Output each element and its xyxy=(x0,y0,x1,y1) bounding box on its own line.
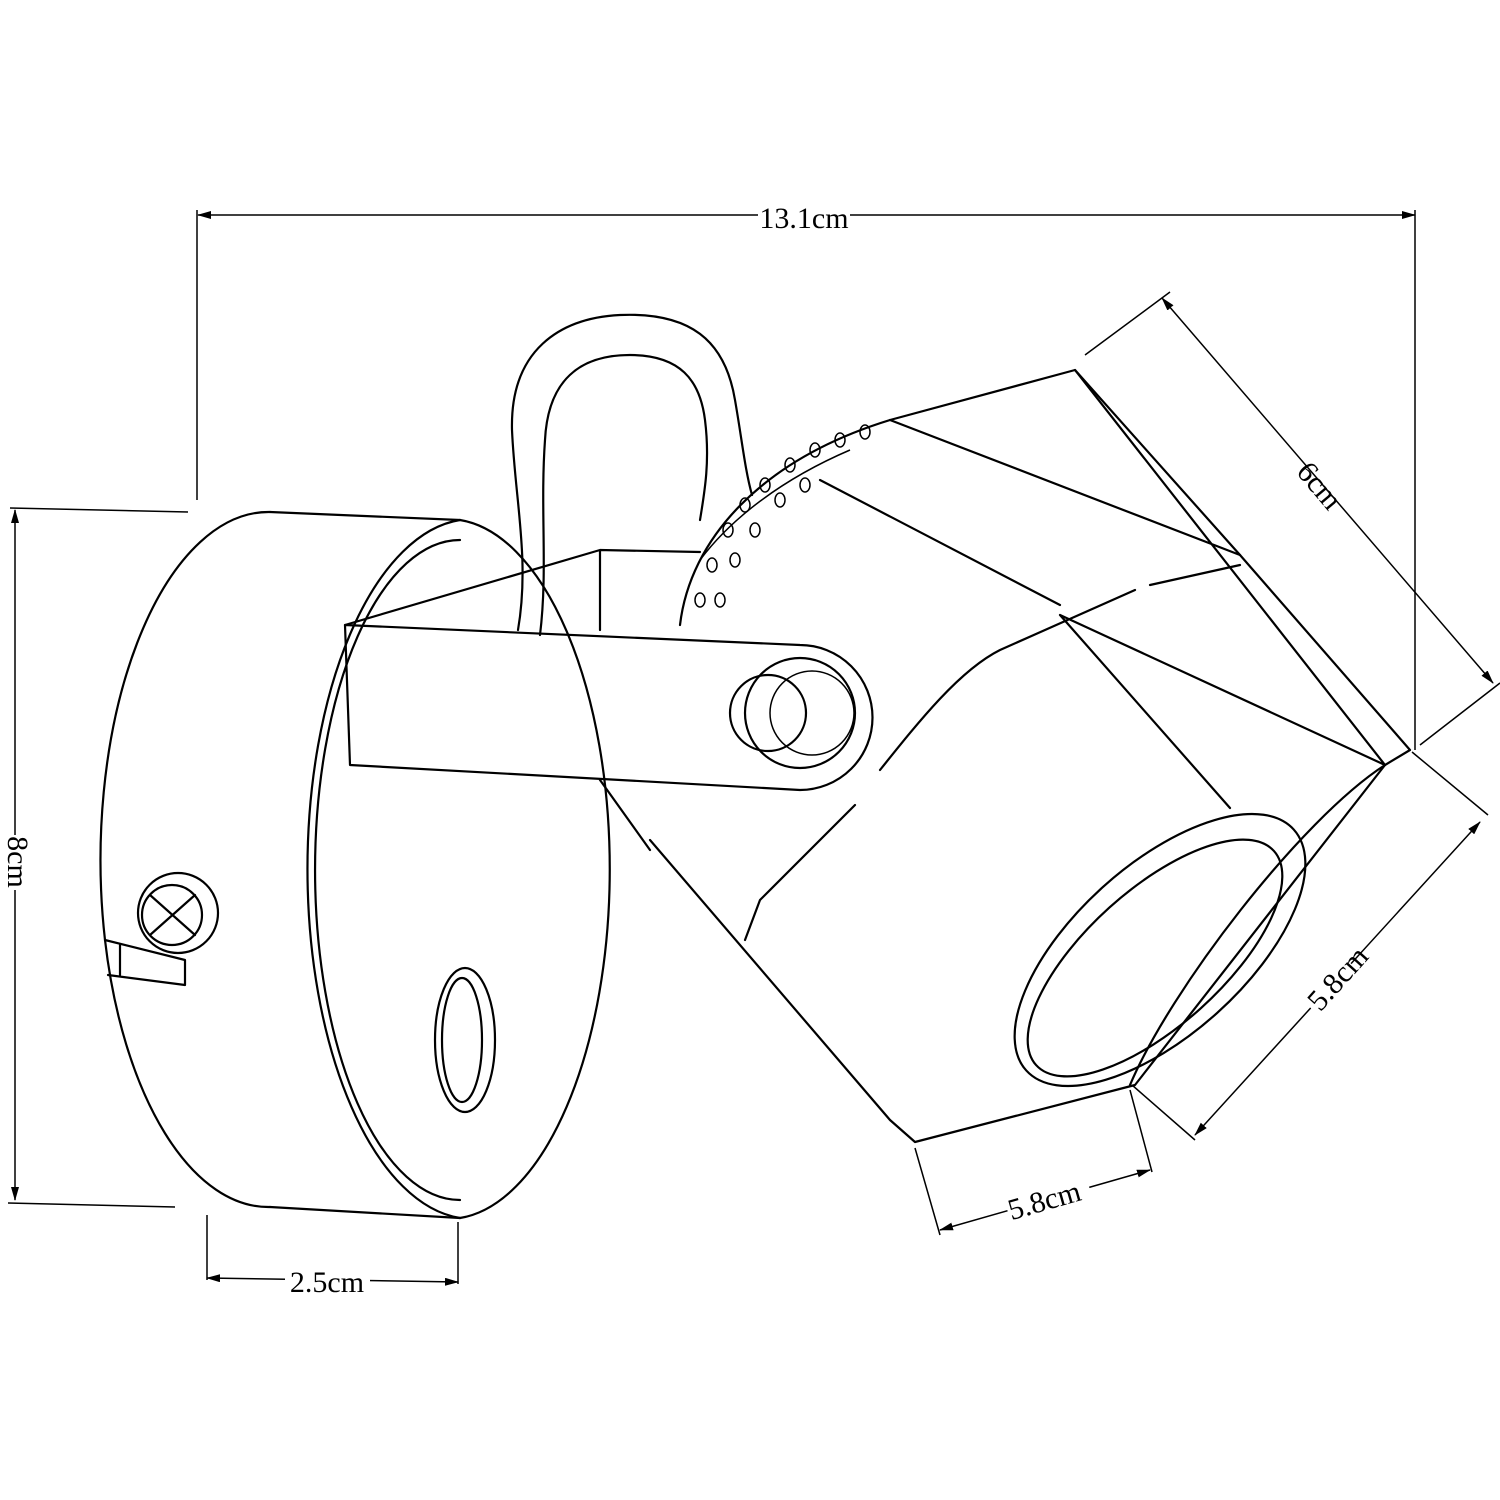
dimension-width: 13.1cm xyxy=(196,200,1416,750)
dimension-base-depth: 2.5cm xyxy=(206,1215,459,1299)
cable xyxy=(510,313,754,632)
dimension-head-side-right: 5.8cm xyxy=(1131,751,1489,1141)
base-depth-label: 2.5cm xyxy=(290,1266,364,1299)
perforations xyxy=(694,424,871,608)
dimension-height: 8cm xyxy=(0,507,189,1208)
screw-icon xyxy=(136,871,220,955)
switch-button-inner xyxy=(440,976,484,1104)
bracket xyxy=(343,548,874,852)
wall-plate xyxy=(99,510,611,1220)
switch-button xyxy=(433,966,497,1114)
head-length-label: 6cm xyxy=(1290,456,1348,517)
width-label: 13.1cm xyxy=(759,202,848,235)
height-label: 8cm xyxy=(1,836,34,888)
